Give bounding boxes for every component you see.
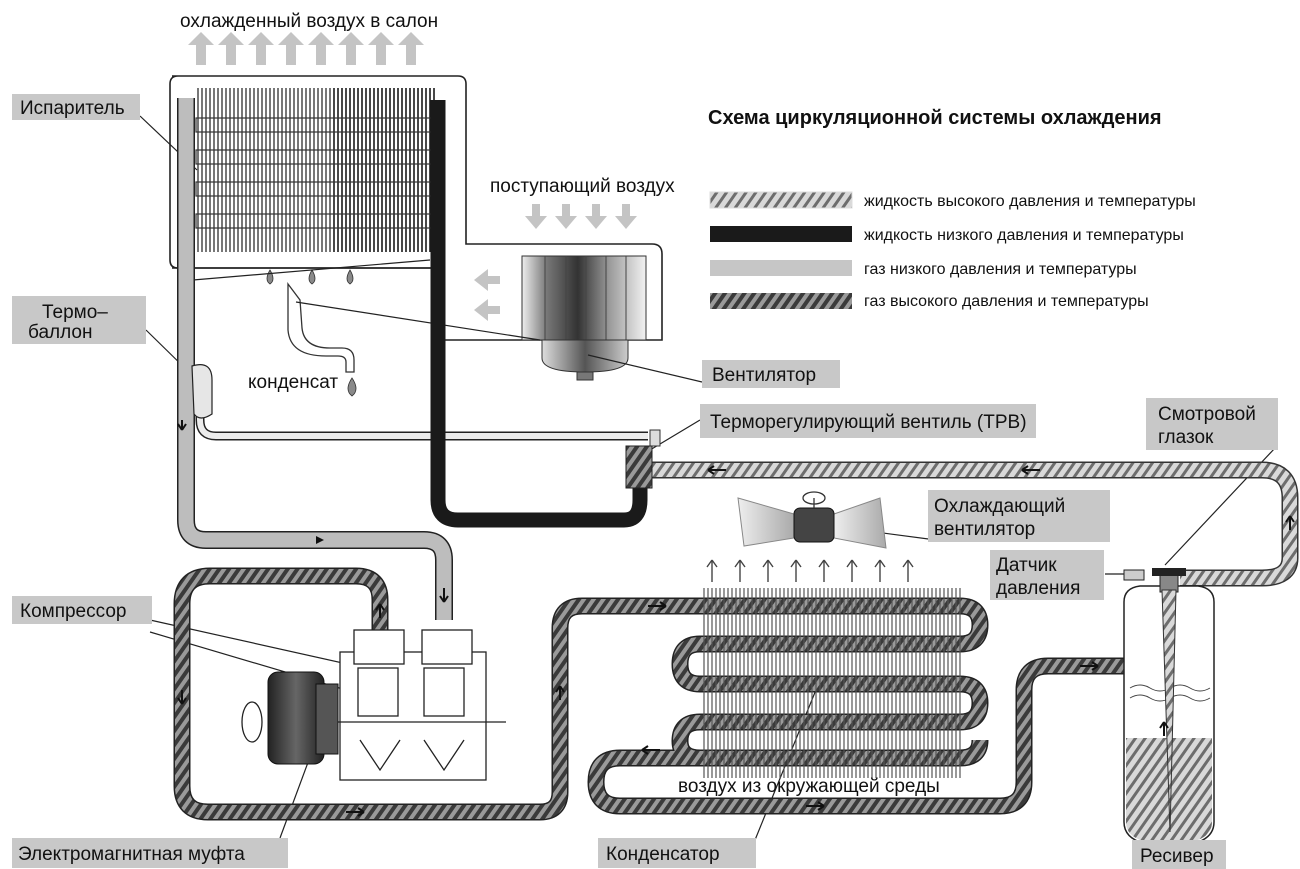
condensate-drop-icon bbox=[347, 377, 357, 397]
thermobulb-capillary bbox=[195, 390, 648, 441]
thermobulb bbox=[191, 364, 213, 419]
condenser-air-arrow bbox=[818, 559, 830, 582]
sight-glass-label-line2: глазок bbox=[1158, 427, 1214, 448]
flow-arrows bbox=[177, 420, 1295, 817]
legend-swatch-liquid-high bbox=[709, 191, 853, 209]
sight-glass-label-line1: Смотровой bbox=[1158, 404, 1256, 425]
blower-motor-shaft bbox=[576, 371, 594, 381]
condenser-air-arrow bbox=[902, 559, 914, 582]
condenser-air-arrow bbox=[762, 559, 774, 582]
legend-text-gas-low: газ низкого давления и температуры bbox=[864, 261, 1137, 278]
cold-air-arrows bbox=[188, 32, 424, 65]
condenser-fins bbox=[703, 588, 961, 778]
capillary-end bbox=[649, 429, 661, 447]
condenser-air-arrow bbox=[734, 559, 746, 582]
compressor bbox=[318, 629, 506, 781]
evaporator-label: Испаритель bbox=[20, 98, 125, 119]
cooling-fan-label-line2: вентилятор bbox=[934, 519, 1035, 540]
receiver-label: Ресивер bbox=[1140, 846, 1214, 867]
evaporator-tube bbox=[195, 213, 437, 229]
fan-label: Вентилятор bbox=[712, 365, 816, 386]
cooling-fan-label-line1: Охлаждающий bbox=[934, 496, 1065, 517]
evaporator-fins bbox=[195, 88, 437, 252]
thermobulb-label-line1: Термо– bbox=[42, 302, 108, 323]
txv-label: Терморегулирующий вентиль (ТРВ) bbox=[710, 412, 1027, 433]
condensate-drain-pipe bbox=[287, 282, 355, 373]
blower-fan bbox=[521, 255, 647, 341]
condenser-cooling-fan bbox=[737, 491, 887, 549]
pressure-sensor-label-line1: Датчик bbox=[996, 555, 1057, 576]
condenser-air-arrow bbox=[874, 559, 886, 582]
legend-text-liquid-low: жидкость низкого давления и температуры bbox=[864, 227, 1184, 244]
diagram-title: Схема циркуляционной системы охлаждения bbox=[708, 107, 1162, 129]
thermobulb-label-line2: баллон bbox=[28, 322, 92, 343]
electromagnetic-clutch bbox=[241, 671, 339, 765]
txv-valve-body bbox=[625, 445, 653, 489]
legend-swatch-liquid-low bbox=[710, 226, 852, 242]
blower-fan-blades bbox=[544, 256, 627, 340]
liquid-low-line bbox=[430, 100, 648, 528]
condenser-air-arrow bbox=[790, 559, 802, 582]
label-boxes bbox=[12, 94, 1278, 869]
evaporator-tube bbox=[195, 181, 437, 197]
evaporator-tube bbox=[195, 149, 437, 165]
ambient-air-label: воздух из окружающей среды bbox=[678, 776, 940, 797]
compressor-label: Компрессор bbox=[20, 601, 126, 622]
evaporator-tube bbox=[195, 117, 437, 133]
condenser-air-arrow bbox=[706, 559, 718, 582]
legend-text-liquid-high: жидкость высокого давления и температуры bbox=[864, 193, 1196, 210]
legend-text-gas-high: газ высокого давления и температуры bbox=[864, 293, 1149, 310]
incoming-air-arrows bbox=[474, 204, 637, 321]
legend-swatch-gas-low bbox=[710, 260, 852, 276]
condenser-label: Конденсатор bbox=[606, 844, 720, 865]
incoming-air-label: поступающий воздух bbox=[490, 176, 675, 197]
legend-swatch-gas-high bbox=[710, 293, 852, 309]
condenser-air-arrows bbox=[706, 559, 914, 582]
pressure-sensor-label-line2: давления bbox=[996, 578, 1080, 599]
condensate-label: конденсат bbox=[248, 372, 338, 393]
clutch-label: Электромагнитная муфта bbox=[18, 844, 245, 865]
condensate-drops bbox=[266, 269, 354, 321]
cold-air-label: охлажденный воздух в салон bbox=[180, 11, 438, 32]
condenser-air-arrow bbox=[846, 559, 858, 582]
blower-motor bbox=[541, 339, 629, 373]
legend: жидкость высокого давления и температуры… bbox=[709, 191, 1196, 310]
receiver bbox=[1123, 568, 1215, 847]
